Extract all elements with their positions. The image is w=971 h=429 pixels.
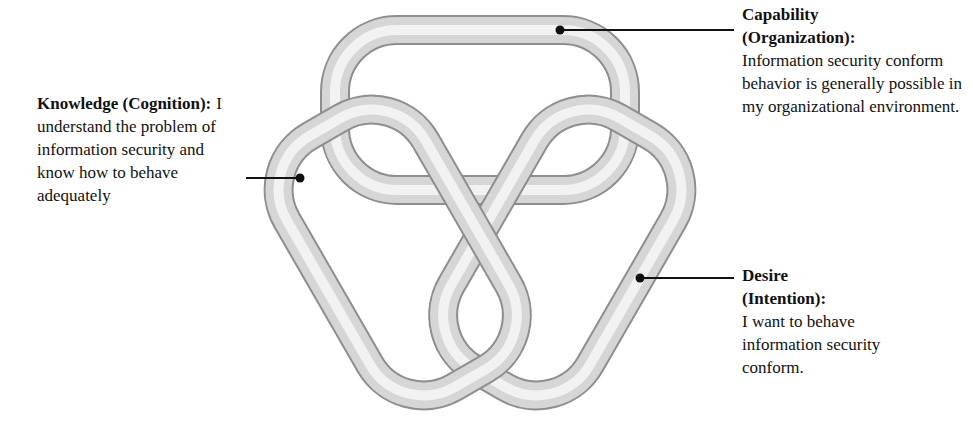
callout-text: Desire (Intention):I want to behave info… <box>742 264 902 379</box>
callout-body: Information security conform behavior is… <box>742 51 962 116</box>
callout-text: Capability (Organization):Information se… <box>742 3 962 118</box>
leader-line <box>246 174 305 183</box>
callout-heading: Capability (Organization): <box>742 3 872 49</box>
loop <box>256 87 540 418</box>
callout-heading: Desire (Intention): <box>742 264 852 310</box>
callout-text: Knowledge (Cognition):I understand the p… <box>37 92 237 207</box>
leader-line <box>556 26 735 35</box>
callout-heading: Knowledge (Cognition): <box>37 94 211 113</box>
callout-body: I want to behave information security co… <box>742 312 880 377</box>
leader-line <box>636 274 735 283</box>
